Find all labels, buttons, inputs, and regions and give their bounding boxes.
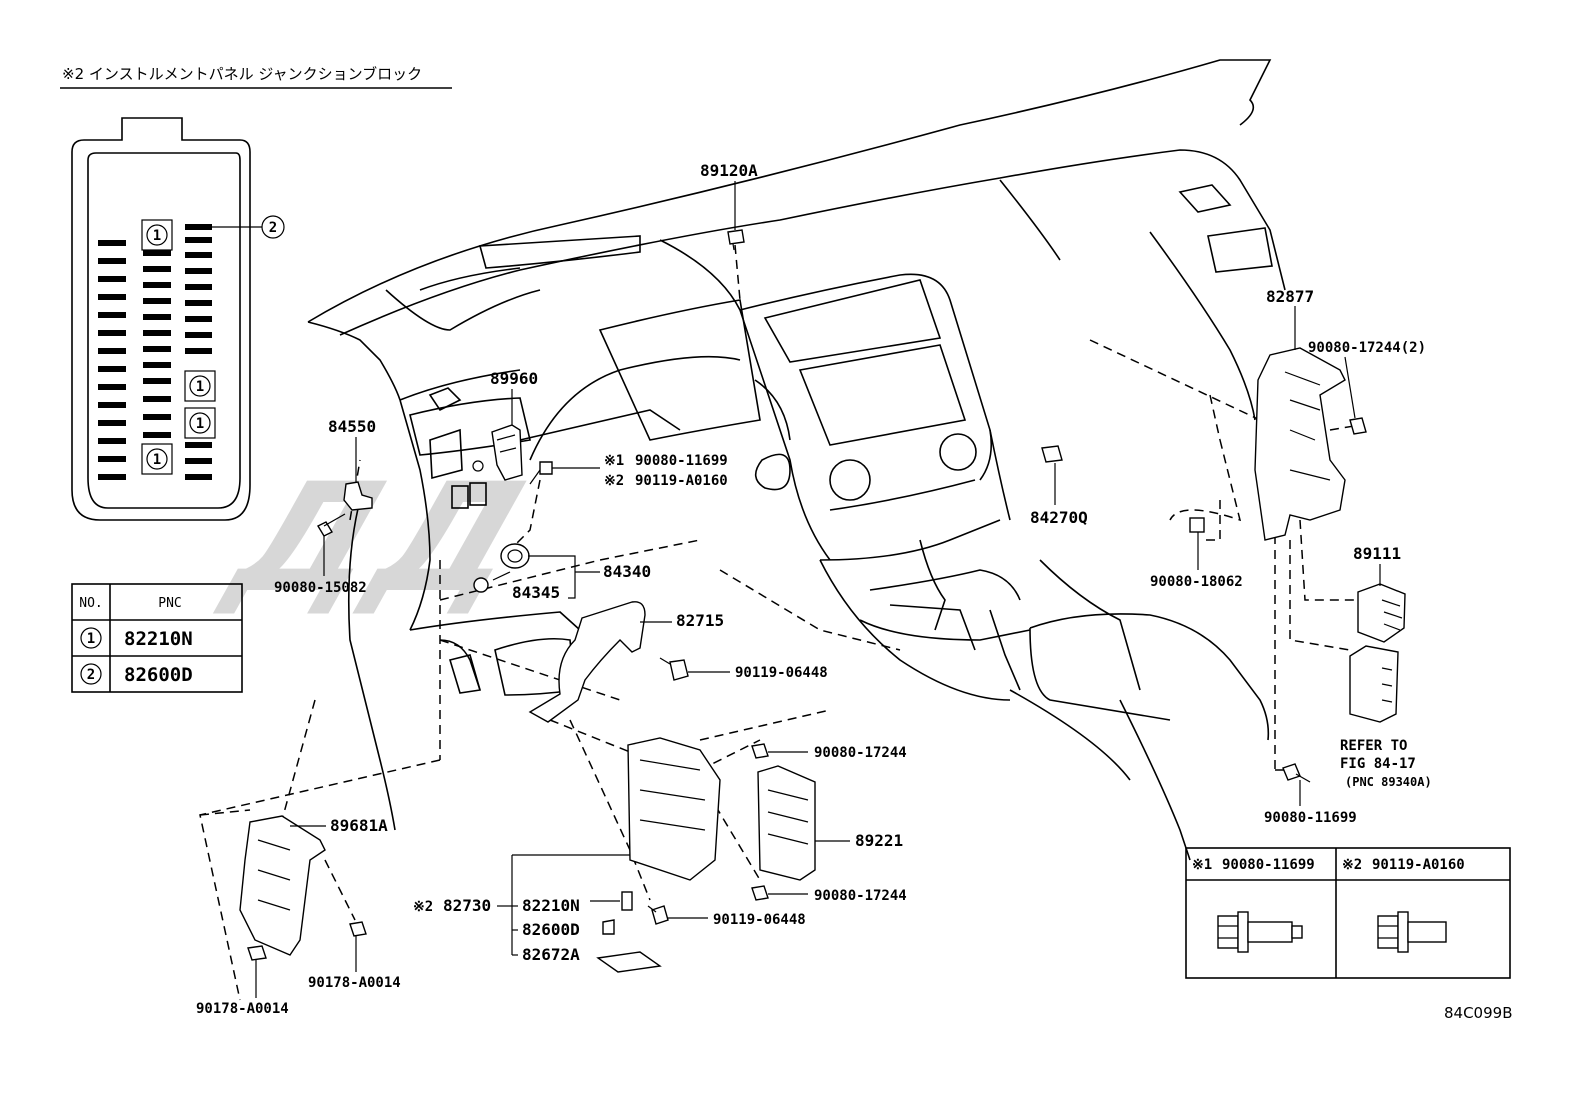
note-marker-82730: ※2 [413,899,433,915]
relay-82600d [602,919,615,935]
nut-90080-17244-upper [751,743,769,759]
part-label-82877: 82877 [1266,287,1314,306]
figure-code: 84C099B [1444,1004,1512,1022]
part-label-90080-11699-center: 90080-11699 [635,453,728,469]
note-marker-1: ※1 [604,453,624,469]
part-label-90080-11699-right: 90080-11699 [1264,810,1357,826]
pnc-table-row-pnc: 82600D [124,664,193,686]
component-84550 [343,481,373,511]
part-label-84270q: 84270Q [1030,508,1088,527]
fuse-82210n [621,891,633,911]
nut-90080-17244-2 [1349,417,1367,435]
part-label-82730: 82730 [443,896,491,915]
bolt-table-note-1: ※1 [1192,857,1212,873]
pnc-table-row-pnc: 82210N [124,628,193,650]
part-label-90178-a0014-right: 90178-A0014 [308,975,401,991]
refer-to-line-1: REFER TO [1340,738,1407,754]
part-label-82715: 82715 [676,611,724,630]
nut-90080-17244-lower [751,885,769,901]
cover-82672a [596,951,662,973]
part-label-84340: 84340 [603,562,651,581]
part-label-90119-a0160: 90119-A0160 [635,473,728,489]
pnc-table: NO. PNC 1 82210N 2 82600D [71,583,243,693]
bolt-90080-15082 [317,513,346,537]
note-marker-2: ※2 [604,473,624,489]
slot-marker: 1 [184,370,216,402]
bolt-table: ※1 90080-11699 ※2 90119-A0160 [1185,847,1511,979]
part-label-82672a: 82672A [522,945,580,964]
slot-marker: 1 [141,443,173,475]
pnc-table-row-no: 1 [87,631,95,647]
part-label-90080-18062: 90080-18062 [1150,574,1243,590]
part-label-89111: 89111 [1353,544,1401,563]
slot-marker: 1 [141,219,173,251]
part-label-90080-17244-upper: 90080-17244 [814,745,907,761]
part-label-84345: 84345 [512,583,560,602]
svg-text:1: 1 [196,416,204,432]
component-84270q [1041,445,1063,463]
bolt-icon [1377,911,1447,953]
part-label-90080-17244-lower: 90080-17244 [814,888,907,904]
bolt-90080-11699-right [1282,763,1311,783]
module-89221 [757,765,816,881]
svg-text:1: 1 [196,379,204,395]
part-label-82600d: 82600D [522,920,580,939]
instrument-panel-outline [307,59,1286,861]
component-84345 [473,571,511,593]
clip-90080-18062 [1189,517,1205,533]
junction-block-illustration: 1 1 1 1 2 [71,117,285,521]
nut-90178-a0014-right [349,921,367,937]
junction-block-title: ※2 インストルメントパネル ジャンクションブロック [62,65,422,83]
module-89340a [1349,645,1399,723]
nut-90178-a0014-left [247,945,267,961]
component-84340 [500,543,530,569]
refer-to-line-2: FIG 84-17 [1340,756,1416,772]
part-label-89960: 89960 [490,369,538,388]
part-label-90080-17244-2: 90080-17244(2) [1308,340,1426,356]
bolt-table-pnc-2: 90119-A0160 [1372,857,1465,873]
part-label-89221: 89221 [855,831,903,850]
component-89120a [727,229,745,251]
bolt-table-pnc-1: 90080-11699 [1222,857,1315,873]
part-label-90119-06448-upper: 90119-06448 [735,665,828,681]
bracket-82715 [528,601,646,723]
part-label-90178-a0014-left: 90178-A0014 [196,1001,289,1017]
bracket-82877 [1254,347,1346,541]
fuse-rows [98,224,212,480]
bolt-icon [1217,911,1303,953]
part-label-90119-06448-lower: 90119-06448 [713,912,806,928]
part-label-82210n: 82210N [522,896,580,915]
bolt-90119-06448-upper [659,657,689,681]
part-label-84550: 84550 [328,417,376,436]
part-label-89120a: 89120A [700,161,758,180]
svg-text:1: 1 [153,452,161,468]
callout-number: 2 [269,220,277,236]
watermark: ДД [207,451,555,626]
bolt-table-note-2: ※2 [1342,857,1362,873]
module-82730 [627,737,721,881]
part-label-89681a: 89681A [330,816,388,835]
bolt-center [529,461,553,485]
pnc-table-header-no: NO. [79,596,102,611]
svg-text:1: 1 [153,228,161,244]
part-label-90080-15082: 90080-15082 [274,580,367,596]
refer-to-line-3: (PNC 89340A) [1345,775,1432,789]
pnc-table-row-no: 2 [87,667,95,683]
module-89111 [1357,583,1406,643]
pnc-table-header-pnc: PNC [158,596,181,611]
bracket-89681a [239,815,326,956]
callout-circle [261,215,285,239]
slot-marker: 1 [184,407,216,439]
bolt-90119-06448-lower [647,905,669,925]
